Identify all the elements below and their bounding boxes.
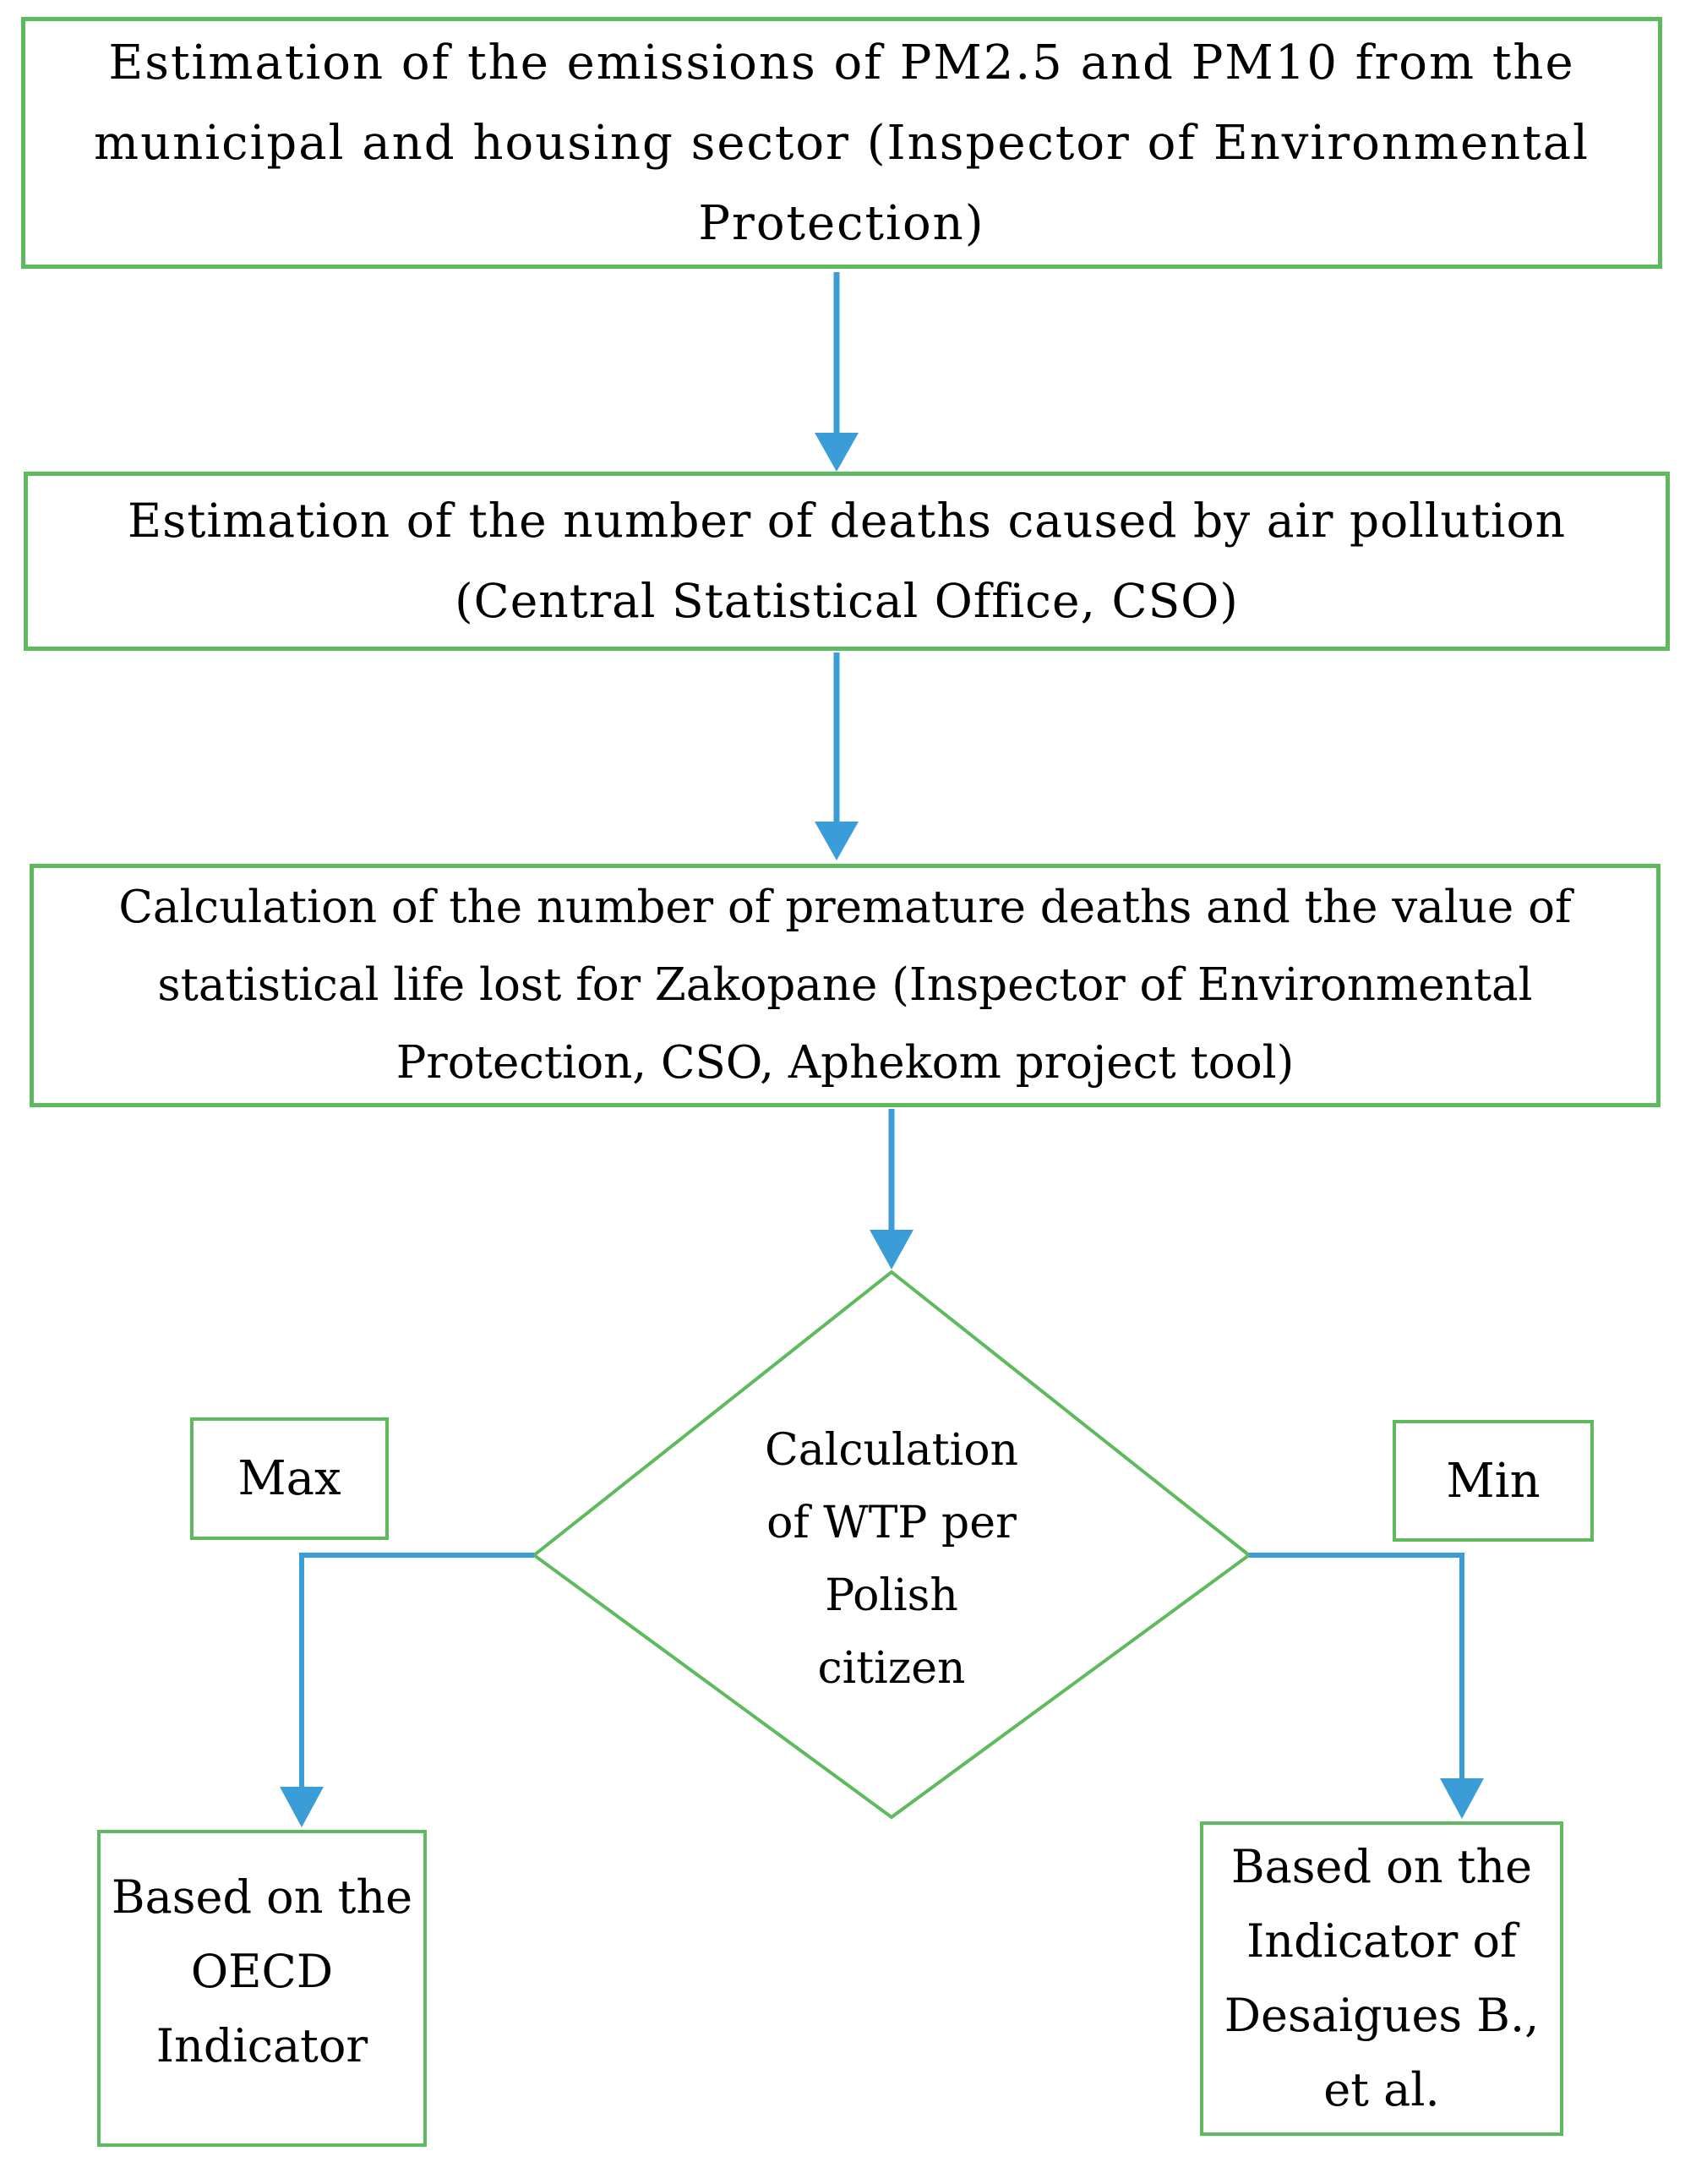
- label-box-min: Min: [1393, 1420, 1594, 1542]
- process-box-premature-deaths-calculation: Calculation of the number of premature d…: [30, 864, 1661, 1107]
- arrow-calculation-to-decision: [870, 1109, 913, 1269]
- arrow-emissions-to-deaths: [815, 272, 859, 472]
- connector-decision-to-oecd: [280, 1553, 534, 1827]
- label-box-min-text: Min: [1446, 1453, 1541, 1509]
- decision-diamond-wtp: Calculation of WTP per Polish citizen: [680, 1361, 1103, 1758]
- result-box-oecd: Based on the OECD Indicator: [97, 1830, 427, 2147]
- connector-decision-to-desaigues: [1249, 1553, 1484, 1819]
- result-box-desaigues: Based on the Indicator of Desaigues B., …: [1200, 1821, 1563, 2136]
- label-box-max-text: Max: [237, 1451, 341, 1506]
- process-box-emissions-estimation: Estimation of the emissions of PM2.5 and…: [21, 17, 1662, 269]
- label-box-max: Max: [190, 1417, 389, 1540]
- result-box-desaigues-text: Based on the Indicator of Desaigues B., …: [1224, 1840, 1540, 2116]
- process-box-deaths-estimation: Estimation of the number of deaths cause…: [24, 472, 1670, 651]
- decision-diamond-shape: [531, 1269, 1252, 1820]
- arrow-deaths-to-calculation: [815, 652, 859, 860]
- process-box-deaths-text: Estimation of the number of deaths cause…: [127, 494, 1567, 628]
- result-box-oecd-text: Based on the OECD Indicator: [111, 1870, 413, 2072]
- process-box-emissions-text: Estimation of the emissions of PM2.5 and…: [93, 35, 1590, 251]
- decision-diamond-label: Calculation of WTP per Polish citizen: [765, 1425, 1018, 1694]
- process-box-calculation-text: Calculation of the number of premature d…: [118, 882, 1572, 1089]
